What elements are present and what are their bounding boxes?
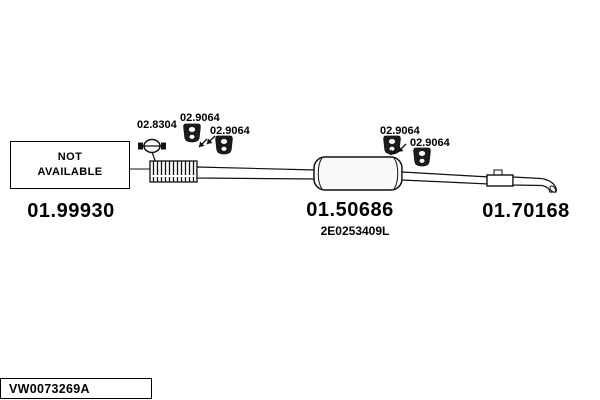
component-label-hanger-4: 02.9064 (410, 137, 450, 149)
catalog-code-box: VW0073269A (0, 378, 152, 399)
rubber-hanger-icon (183, 123, 201, 143)
part-number-right: 01.70168 (482, 200, 570, 222)
mount-arrows-left (198, 135, 216, 148)
oem-reference: 2E0253409L (320, 224, 390, 238)
component-label-hanger-2: 02.9064 (210, 125, 250, 137)
rubber-hanger-icon (215, 135, 233, 155)
flex-pipe (149, 160, 198, 183)
not-available-line1: NOT (57, 151, 83, 163)
rubber-hanger-icon (413, 147, 431, 167)
muffler (313, 156, 403, 191)
not-available-line2: AVAILABLE (37, 166, 103, 178)
front-pipe (196, 166, 317, 180)
coupling-sleeve (486, 169, 514, 187)
tail-pipe (512, 176, 557, 193)
component-label-hanger-3: 02.9064 (380, 125, 420, 137)
component-label-clamp: 02.8304 (137, 119, 177, 131)
part-number-center: 01.50686 (306, 199, 394, 221)
clamp-icon (138, 138, 166, 164)
part-number-left: 01.99930 (27, 200, 115, 222)
not-available-box: NOT AVAILABLE (10, 141, 130, 189)
catalog-code: VW0073269A (9, 381, 90, 396)
component-label-hanger-1: 02.9064 (180, 112, 220, 124)
mid-pipe (401, 171, 490, 185)
